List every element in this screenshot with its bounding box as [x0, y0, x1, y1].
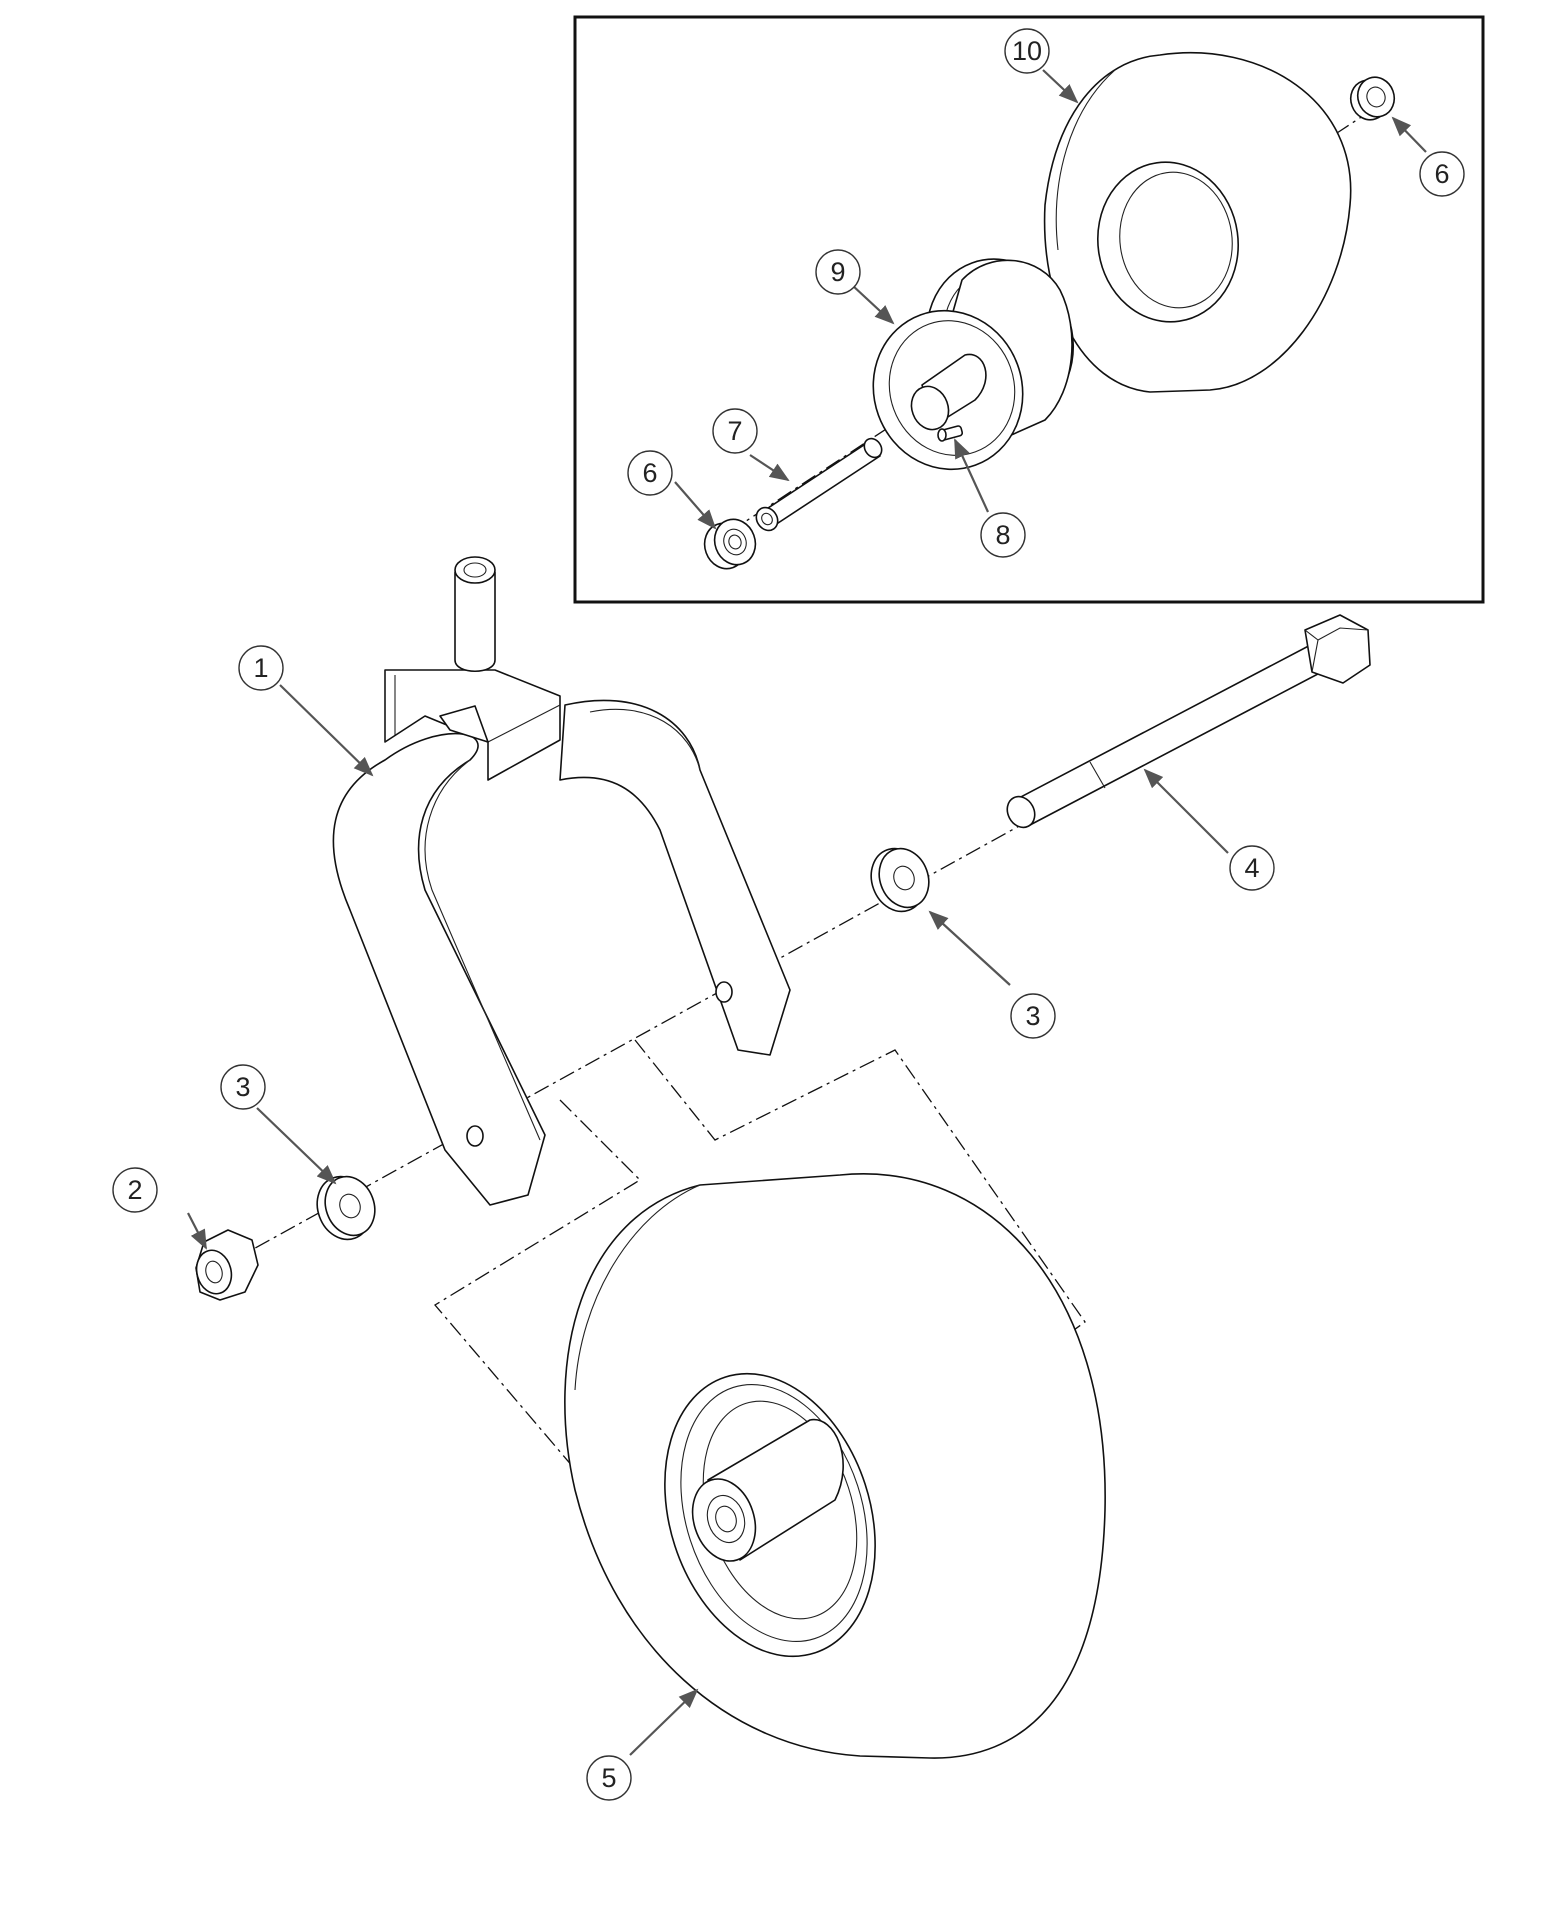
callout-9: 9 [815, 249, 861, 295]
svg-text:3: 3 [1025, 1001, 1040, 1031]
bearing-left [703, 518, 757, 570]
callout-7: 7 [712, 408, 758, 454]
bearing-right [1349, 76, 1396, 121]
svg-text:3: 3 [235, 1072, 250, 1102]
assembly-phantom-lines [434, 1039, 1086, 1529]
callout-8: 8 [980, 512, 1026, 558]
svg-text:4: 4 [1244, 853, 1259, 883]
callout-6-left: 6 [627, 450, 673, 496]
flat-washer-right [870, 847, 930, 913]
svg-text:6: 6 [642, 458, 657, 488]
lock-nut [195, 1229, 259, 1301]
axle-bolt [1006, 614, 1371, 829]
callout-10: 10 [1004, 28, 1050, 74]
svg-text:9: 9 [830, 257, 845, 287]
tire-inset [1043, 51, 1352, 393]
callout-1: 1 [238, 645, 284, 691]
caster-fork [332, 556, 791, 1206]
callout-3-left: 3 [220, 1064, 266, 1110]
svg-text:6: 6 [1434, 159, 1449, 189]
svg-text:2: 2 [127, 1175, 142, 1205]
svg-text:7: 7 [727, 416, 742, 446]
svg-text:5: 5 [601, 1763, 616, 1793]
callout-5: 5 [586, 1755, 632, 1801]
flat-washer-left [316, 1175, 376, 1241]
leader-lines [187, 69, 1427, 1756]
valve-stem [937, 425, 964, 442]
rim-inset [872, 258, 1075, 471]
callout-4: 4 [1229, 845, 1275, 891]
callout-3-right: 3 [1010, 993, 1056, 1039]
svg-text:8: 8 [995, 520, 1010, 550]
svg-text:1: 1 [253, 653, 268, 683]
spacer-tube [755, 437, 883, 532]
svg-text:10: 10 [1012, 36, 1042, 66]
wheel-tire-assembly [564, 1173, 1106, 1759]
callout-2: 2 [112, 1167, 158, 1213]
callout-6-right: 6 [1419, 151, 1465, 197]
